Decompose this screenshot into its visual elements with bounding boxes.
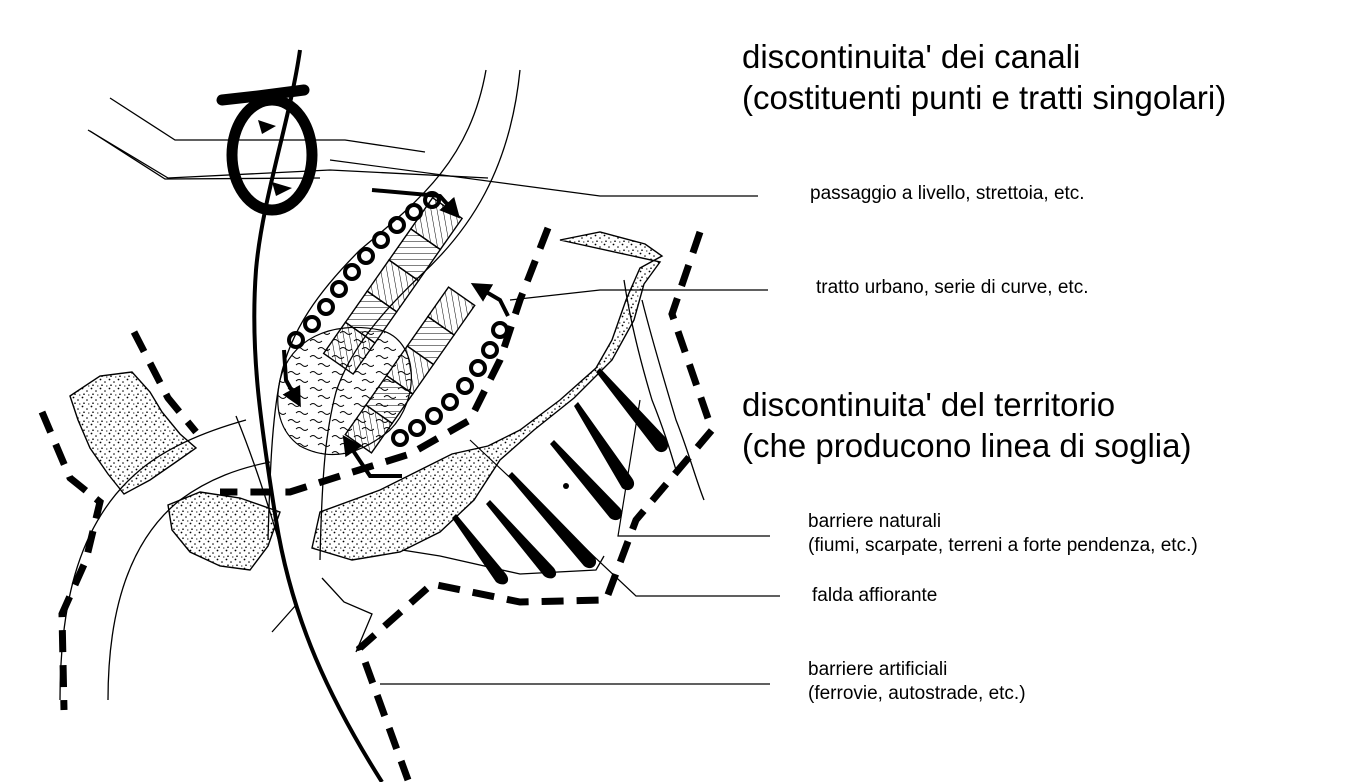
flow-arrow-top: [371, 188, 460, 219]
label-falda-affiorante: falda affiorante: [812, 585, 938, 606]
canali-title-line1: discontinuita' dei canali: [742, 38, 1081, 75]
road-lower-edge: [89, 130, 321, 180]
groundwater-drops: [452, 368, 669, 585]
flow-arrow-right: [470, 282, 510, 317]
leader-falda: [469, 439, 780, 597]
barriere-artificiali-line1: barriere artificiali: [808, 659, 948, 680]
territorio-title: discontinuita' del territorio (che produ…: [742, 384, 1191, 467]
flow-arrow-left: [282, 349, 301, 408]
leader-lines: [329, 159, 780, 685]
barriere-artificiali-line2: (ferrovie, autostrade, etc.): [808, 682, 1026, 704]
main-road-left-edge: [267, 69, 487, 541]
lower-road: [321, 577, 373, 653]
leader-passaggio: [329, 159, 758, 197]
scarp-zone-bottom: [167, 491, 281, 571]
barriere-naturali-line2: (fiumi, scarpate, terreni a forte penden…: [808, 534, 1198, 556]
canali-title-line2: (costituenti punti e tratti singolari): [742, 79, 1227, 117]
road-middle-edge: [87, 129, 489, 179]
scarp-zone-right: [311, 231, 664, 561]
label-passaggio-a-livello: passaggio a livello, strettoia, etc.: [810, 183, 1085, 204]
flow-arrow-bottom: [342, 435, 402, 478]
level-crossing-symbol: [216, 84, 318, 216]
railway-line: [252, 49, 384, 782]
curve-series: [287, 191, 509, 447]
barrier-dashed-far-left: [38, 410, 104, 711]
territorio-title-line2: (che producono linea di soglia): [742, 427, 1192, 465]
scarp-zone-left: [69, 371, 198, 495]
territorio-title-line1: discontinuita' del territorio: [742, 386, 1116, 423]
level-crossing-bar: [216, 84, 310, 106]
curved-road-inner: [107, 461, 271, 701]
label-barriere-artificiali: barriere artificiali (ferrovie, autostra…: [808, 658, 1026, 706]
terrain-line: [401, 549, 605, 575]
curved-road-outer: [59, 419, 247, 701]
flow-arrows: [282, 188, 510, 478]
urban-blocks: [322, 196, 476, 454]
canali-title: discontinuita' dei canali (costituenti p…: [742, 36, 1226, 119]
river-bank-right: [641, 299, 705, 501]
label-tratto-urbano: tratto urbano, serie di curve, etc.: [816, 277, 1089, 298]
leader-tratto-urbano: [509, 289, 768, 301]
river-bank-left: [623, 279, 677, 471]
crossing-arrow-upper: [258, 120, 276, 134]
barrier-dashed-middle: [220, 226, 552, 496]
leader-barriere-naturali: [617, 399, 770, 537]
artificial-barriers: [38, 226, 716, 782]
label-barriere-naturali: barriere naturali (fiumi, scarpate, terr…: [808, 510, 1198, 558]
barrier-dashed-left: [130, 330, 199, 435]
road-upper-edge: [109, 97, 426, 153]
scarp-zones: [69, 231, 664, 571]
level-crossing-ring: [226, 94, 318, 216]
barriere-naturali-line1: barriere naturali: [808, 511, 942, 532]
crossing-arrow-lower: [272, 182, 292, 196]
